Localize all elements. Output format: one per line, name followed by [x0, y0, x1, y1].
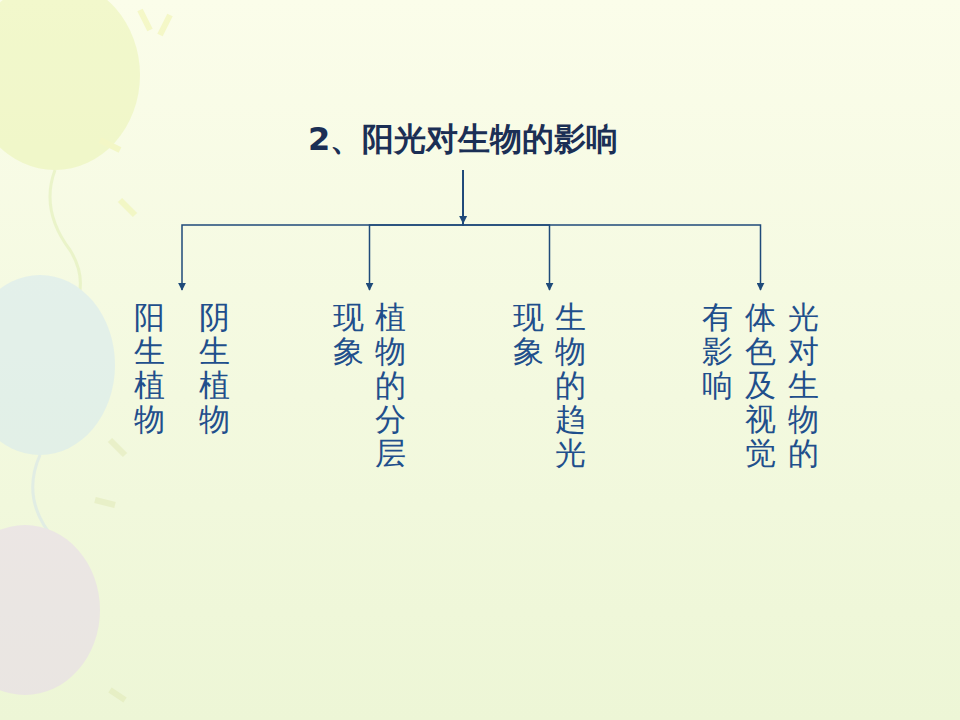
tree-connector [463, 170, 760, 290]
vertical-label: 阴生植物 [199, 300, 230, 441]
tree-connector [463, 170, 549, 290]
topic-column: 植物的分层现象 [333, 300, 406, 475]
tree-connector [182, 170, 463, 290]
vertical-label: 光对生物的体色及视觉有影响 [702, 300, 819, 475]
topic-column: 光对生物的体色及视觉有影响 [702, 300, 819, 475]
vertical-label: 生物的趋光现象 [513, 300, 586, 475]
topic-column: 生物的趋光现象 [513, 300, 586, 475]
tree-connector [370, 170, 464, 290]
diagram-title: 2、阳光对生物的影响 [308, 118, 618, 162]
topic-column: 阴生植物 阳生植物 [134, 300, 230, 441]
vertical-label: 植物的分层现象 [333, 300, 406, 475]
title-node: 2、阳光对生物的影响 [308, 118, 618, 162]
balloon-decoration [0, 0, 170, 700]
vertical-label: 阳生植物 [134, 300, 165, 441]
